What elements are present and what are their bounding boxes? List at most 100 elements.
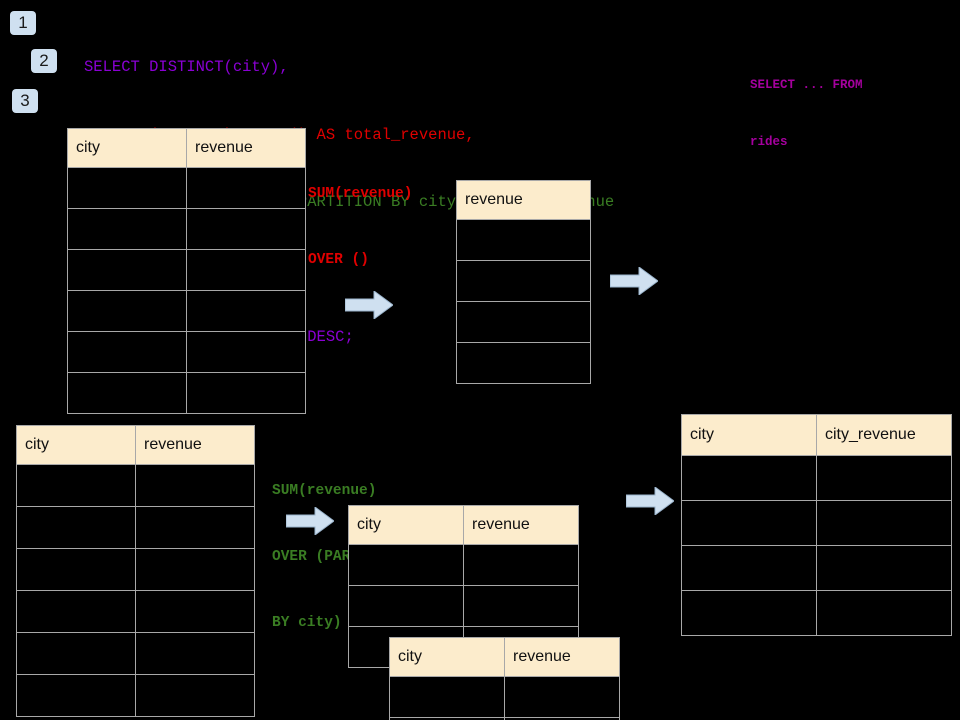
table-cell xyxy=(16,632,136,675)
table-cell xyxy=(16,674,136,717)
table-row xyxy=(67,331,306,373)
table-cell xyxy=(67,167,187,209)
column-header-revenue: revenue xyxy=(456,180,591,220)
table-cell xyxy=(348,544,464,586)
table-row xyxy=(67,167,306,209)
table-cell xyxy=(456,219,591,261)
table-row xyxy=(16,674,255,717)
table-cell xyxy=(67,208,187,250)
table-cell xyxy=(186,290,306,332)
table-rides-source-bottom: city revenue xyxy=(16,425,255,717)
table-row xyxy=(16,590,255,633)
step-badge-1: 1 xyxy=(10,11,36,35)
table-rides-source-top: city revenue xyxy=(67,128,306,414)
column-header-city: city xyxy=(389,637,505,677)
table-result: city city_revenue xyxy=(681,414,952,636)
table-cell xyxy=(456,301,591,343)
table-row xyxy=(67,290,306,332)
table-header-row: city revenue xyxy=(389,637,620,677)
side-note-select-from: SELECT ... FROM rides xyxy=(750,38,863,190)
table-cell xyxy=(816,500,952,546)
annotation-total-revenue-line-2: OVER () xyxy=(308,252,369,268)
table-header-row: city revenue xyxy=(16,425,255,465)
table-total-revenue: revenue xyxy=(456,180,591,384)
table-row xyxy=(67,208,306,250)
table-header-row: city revenue xyxy=(348,505,579,545)
table-cell xyxy=(186,331,306,373)
table-row xyxy=(456,260,591,302)
table-row xyxy=(389,717,620,720)
table-cell xyxy=(16,464,136,507)
sql-line-1: SELECT DISTINCT(city), xyxy=(84,58,289,76)
table-cell xyxy=(816,545,952,591)
column-header-city: city xyxy=(16,425,136,465)
arrow-bottom-left-icon xyxy=(286,507,334,535)
table-cell xyxy=(681,455,817,501)
table-row xyxy=(681,455,952,501)
table-row xyxy=(456,342,591,384)
table-cell xyxy=(456,260,591,302)
column-header-revenue: revenue xyxy=(135,425,255,465)
table-row xyxy=(348,585,579,627)
column-header-city-revenue: city_revenue xyxy=(816,414,952,456)
table-row xyxy=(456,219,591,261)
step-badge-3: 3 xyxy=(12,89,38,113)
annotation-total-revenue-line-1: SUM(revenue) xyxy=(308,186,413,202)
table-cell xyxy=(67,249,187,291)
table-cell xyxy=(186,167,306,209)
table-cell xyxy=(186,208,306,250)
table-row xyxy=(67,372,306,414)
side-note-line-1: SELECT ... FROM xyxy=(750,78,863,92)
arrow-top-left-icon xyxy=(345,291,393,319)
column-header-city: city xyxy=(67,128,187,168)
table-cell xyxy=(504,717,620,720)
table-row xyxy=(67,249,306,291)
annotation-city-revenue-line-1: SUM(revenue) xyxy=(272,483,377,499)
table-cell xyxy=(389,676,505,718)
table-row xyxy=(456,301,591,343)
table-row xyxy=(389,676,620,718)
table-cell xyxy=(67,372,187,414)
side-note-line-2: rides xyxy=(750,135,788,149)
table-header-row: city city_revenue xyxy=(681,414,952,456)
column-header-city: city xyxy=(348,505,464,545)
table-cell xyxy=(135,590,255,633)
annotation-city-revenue-line-3: BY city) xyxy=(272,615,342,631)
arrow-bottom-right-icon xyxy=(626,487,674,515)
step-badge-2: 2 xyxy=(31,49,57,73)
table-cell xyxy=(681,545,817,591)
column-header-revenue: revenue xyxy=(463,505,579,545)
table-cell xyxy=(135,548,255,591)
table-cell xyxy=(16,548,136,591)
table-cell xyxy=(135,506,255,549)
table-cell xyxy=(504,676,620,718)
arrow-top-right-icon xyxy=(610,267,658,295)
table-cell xyxy=(135,464,255,507)
table-row xyxy=(681,500,952,546)
table-row xyxy=(16,506,255,549)
table-cell xyxy=(16,590,136,633)
table-cell xyxy=(681,590,817,636)
table-partition-group-front: city revenue xyxy=(389,637,620,720)
annotation-total-revenue: SUM(revenue) OVER () xyxy=(308,139,412,315)
table-cell xyxy=(186,372,306,414)
table-cell xyxy=(456,342,591,384)
table-cell xyxy=(348,585,464,627)
table-cell xyxy=(67,290,187,332)
table-row xyxy=(348,544,579,586)
column-header-revenue: revenue xyxy=(186,128,306,168)
table-cell xyxy=(816,590,952,636)
table-row xyxy=(681,545,952,591)
table-cell xyxy=(16,506,136,549)
table-header-row: revenue xyxy=(456,180,591,220)
table-cell xyxy=(463,585,579,627)
table-cell xyxy=(681,500,817,546)
table-cell xyxy=(135,632,255,675)
column-header-city: city xyxy=(681,414,817,456)
table-header-row: city revenue xyxy=(67,128,306,168)
table-row xyxy=(16,632,255,675)
table-cell xyxy=(816,455,952,501)
column-header-revenue: revenue xyxy=(504,637,620,677)
table-cell xyxy=(67,331,187,373)
